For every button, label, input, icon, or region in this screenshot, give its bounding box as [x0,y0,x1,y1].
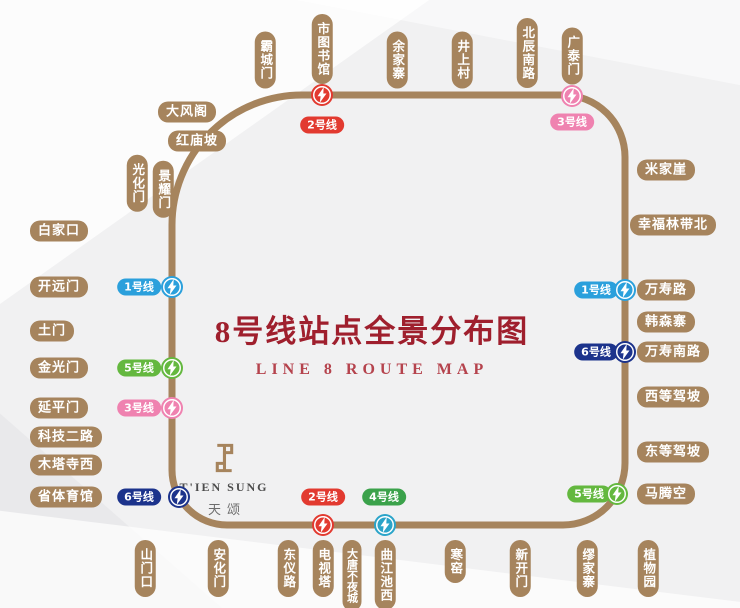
line-badge-line6-right: 6号线 [574,343,618,361]
station-mijiaya: 米家崖 [637,159,696,181]
station-xingfulindaibei: 幸福林带北 [630,214,717,236]
station-dongdengjiapo: 东等驾坡 [637,441,710,463]
brand-name-cn: 天颂 [207,503,246,518]
station-jingshangcun: 井上村 [451,31,473,88]
page-title: 8号线站点全景分布图 [214,314,530,349]
line-badge-line2-bottom: 2号线 [301,488,345,506]
transfer-icon-line1-right [614,279,636,301]
station-jinguangmen: 金光门 [30,357,89,379]
station-hanyao: 寒窑 [444,540,466,583]
station-wanshounanlu: 万寿南路 [637,341,710,363]
line-badge-line3-left: 3号线 [117,399,161,417]
station-kaiyuanmen: 开远门 [30,276,89,298]
map-title-block: 8号线站点全景分布图 LINE 8 ROUTE MAP [215,306,530,379]
station-mutasixi: 木塔寺西 [30,454,103,476]
brand-name-en: T'IEN SUNG [179,480,269,494]
transfer-icon-line6-right [614,341,636,363]
line-badge-line6-left: 6号线 [117,488,161,506]
transfer-icon-line3-top [561,85,583,107]
station-yujiazhai: 余家寨 [386,31,408,88]
station-bachengmen: 霸城门 [254,31,276,88]
station-datangbuyecheng: 大唐不夜城 [342,540,362,608]
page-subtitle: LINE 8 ROUTE MAP [255,361,489,378]
transfer-icon-line2-bottom [312,514,334,536]
station-xinkaimen: 新开门 [509,540,531,597]
station-shitushuguan: 市图书馆 [311,14,333,84]
station-hansenzhai: 韩森寨 [637,311,696,333]
station-guangtaimen: 广泰门 [561,27,583,84]
station-baijiakou: 白家口 [30,220,89,242]
station-jingyaomen: 景耀门 [152,160,174,218]
brand-logo: T'IEN SUNG 天颂 [179,440,268,518]
station-wanshoulu: 万寿路 [637,279,696,301]
station-hongmiaopo: 红庙坡 [168,130,227,152]
line-badge-line3-top: 3号线 [550,113,594,131]
station-matengkong: 马腾空 [637,483,696,505]
station-shengtiyuguan: 省体育馆 [30,486,103,508]
transfer-icon-line3-left [161,397,183,419]
line-badge-line5-left: 5号线 [117,359,161,377]
line-badge-line4-bottom: 4号线 [362,488,406,506]
station-beichennanlu: 北辰南路 [516,18,538,88]
transfer-icon-line6-left [168,486,190,508]
station-miaojiazhai: 缪家寨 [576,540,598,597]
station-anhuamen: 安化门 [207,540,229,597]
line-badge-line1-left: 1号线 [117,278,161,296]
station-tumen: 土门 [30,320,75,342]
transfer-icon-line2-top [311,84,333,106]
tiensung-monogram-icon [215,443,233,473]
station-xidengjiapo: 西等驾坡 [637,386,710,408]
line-badge-line2-top: 2号线 [300,116,344,134]
station-zhiwuyuan: 植物园 [637,540,659,597]
line-badge-line5-right: 5号线 [567,485,611,503]
station-yanpingmen: 延平门 [30,397,89,419]
station-dongyilu: 东仪路 [277,540,299,597]
station-guanghuamen: 光化门 [126,154,148,212]
transfer-icon-line5-right [606,483,628,505]
station-qujiangchixi: 曲江池西 [374,540,396,608]
transfer-icon-line5-left [161,357,183,379]
station-shanmenkou: 山门口 [134,540,156,597]
transfer-icon-line4-bottom [374,514,396,536]
transfer-icon-line1-left [161,276,183,298]
station-dafengge: 大风阁 [158,101,217,123]
line-badge-line1-right: 1号线 [574,281,618,299]
station-kejierlu: 科技二路 [30,426,103,448]
station-dianshita: 电视塔 [312,540,334,597]
